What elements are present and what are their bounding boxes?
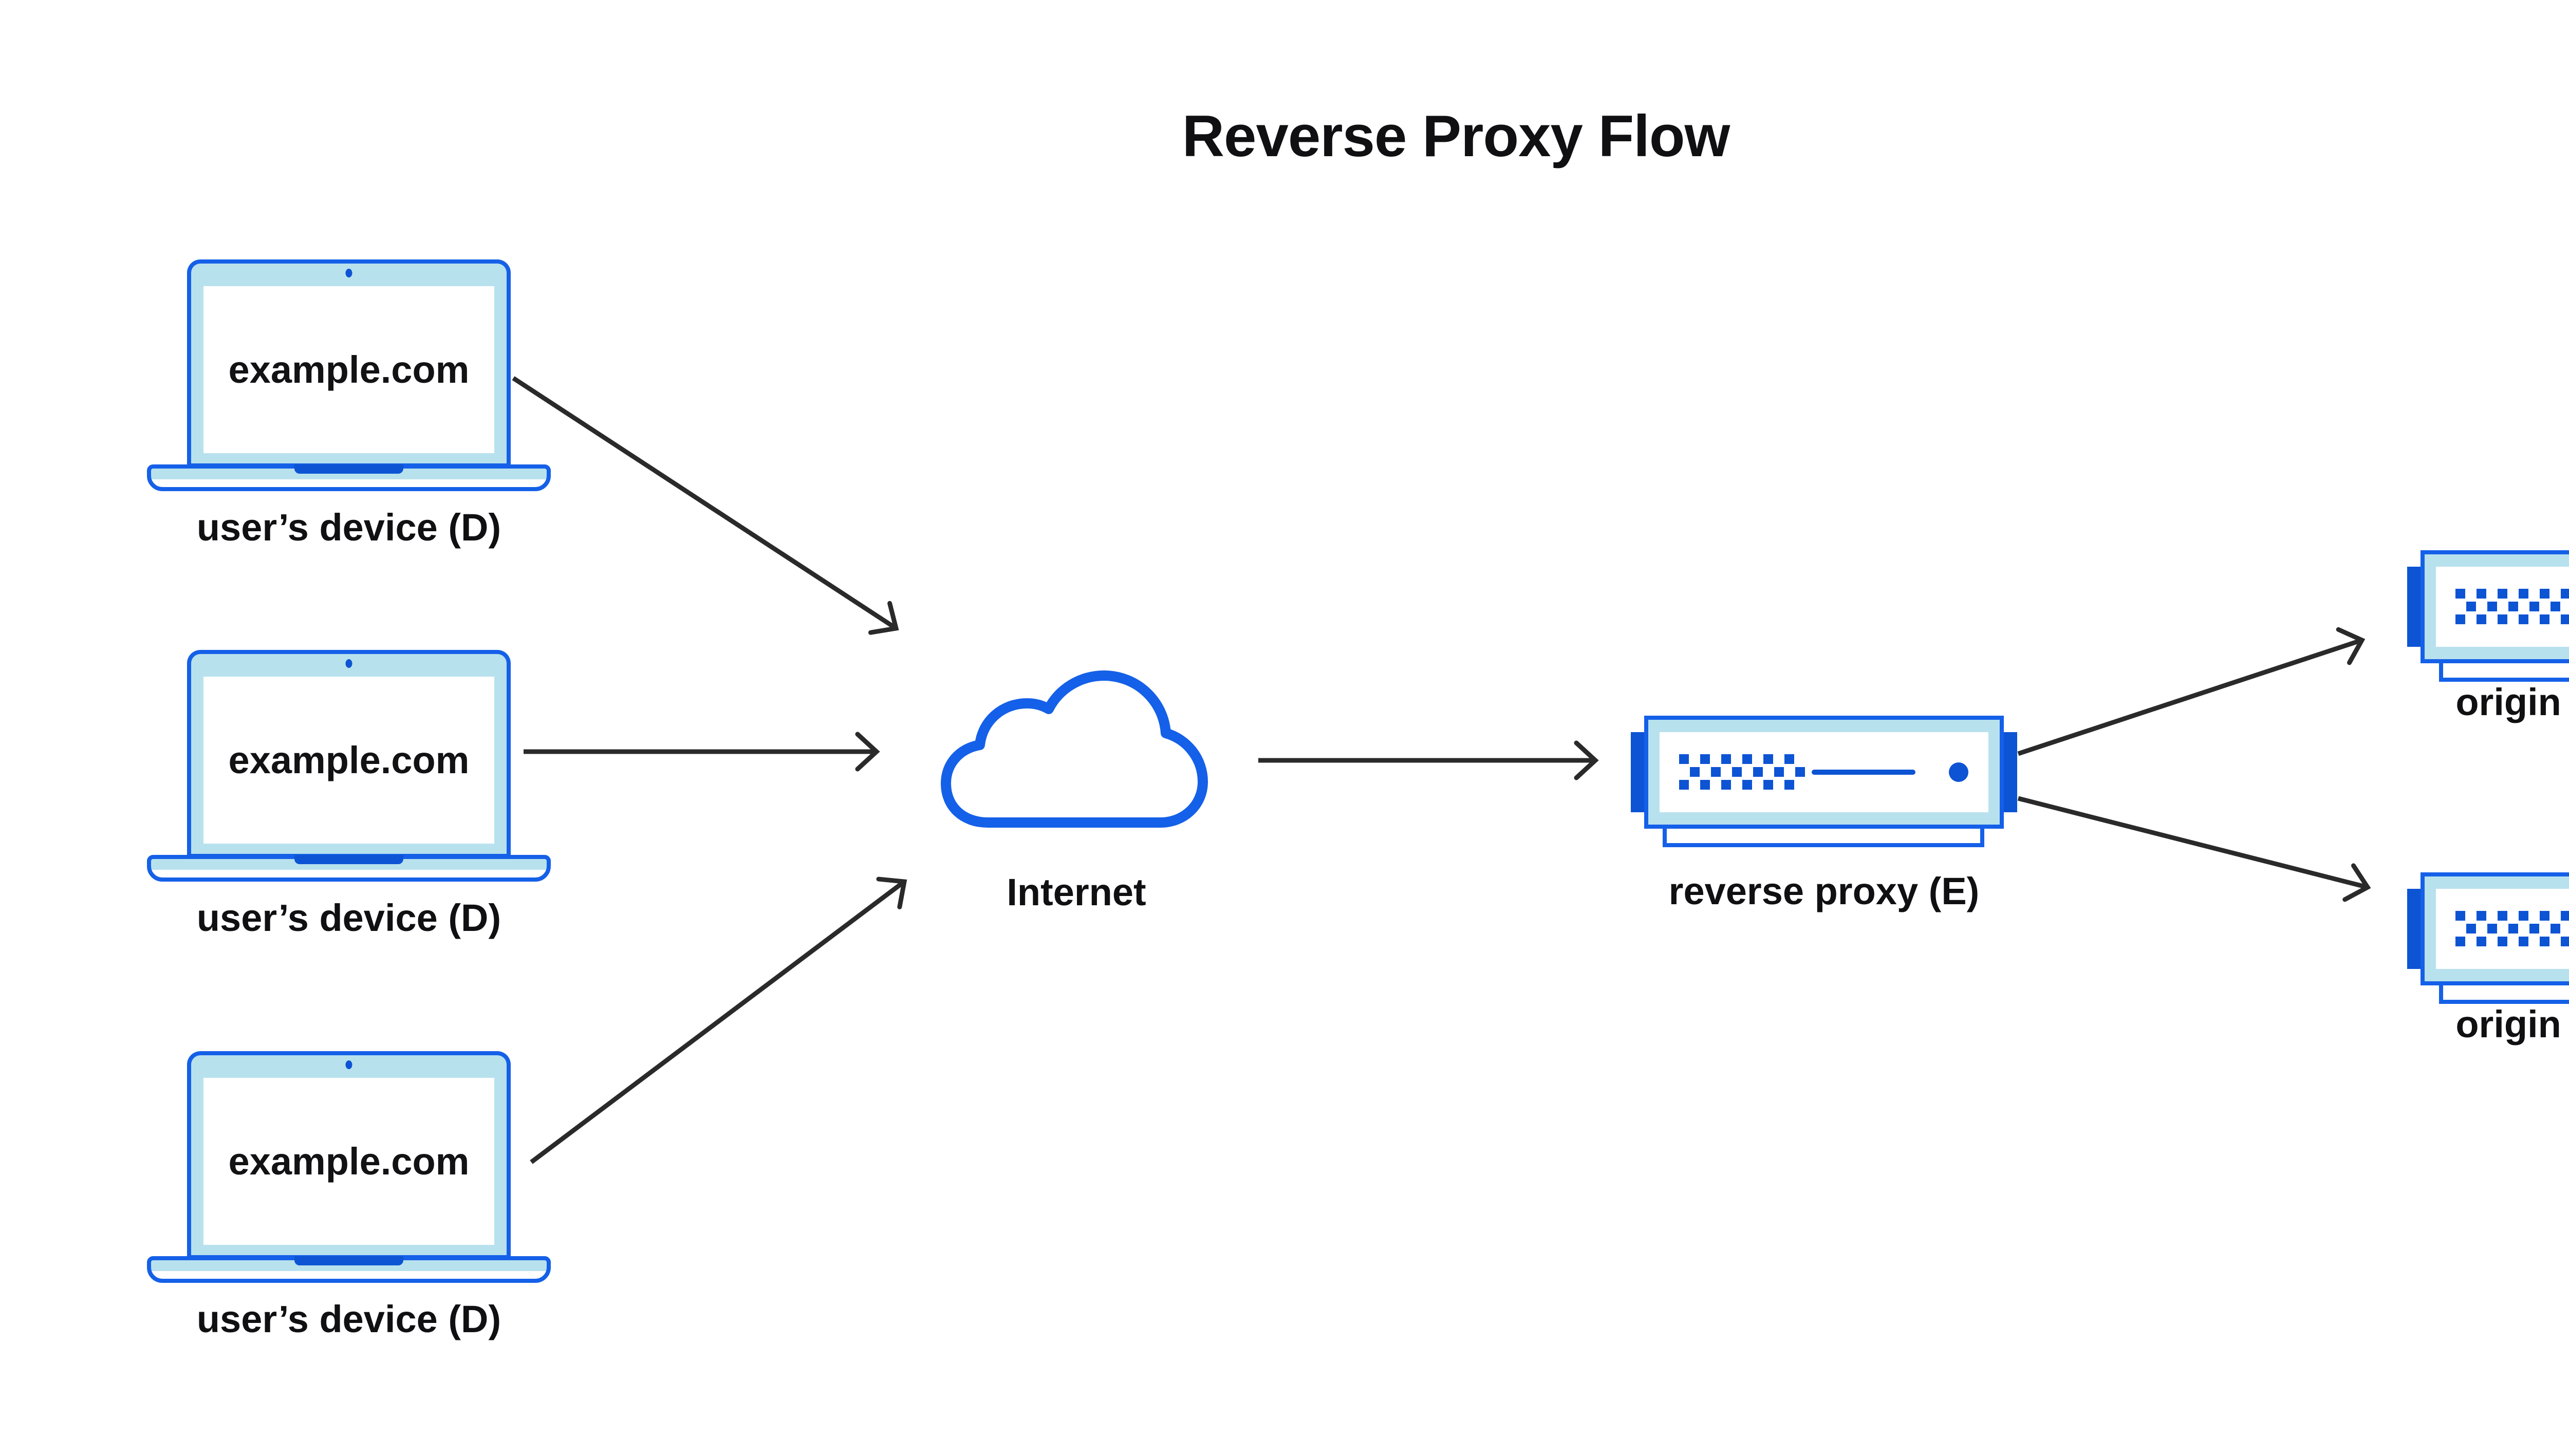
camera-dot-icon — [345, 659, 352, 668]
user-device-node-1: example.com user’s device (D) — [147, 259, 551, 549]
camera-dot-icon — [345, 1060, 352, 1069]
server-vents-icon — [1679, 754, 1805, 790]
reverse-proxy-label: reverse proxy (E) — [1668, 870, 1980, 912]
origin-server-label: origin server (F) — [2455, 681, 2569, 723]
device-label: user’s device (D) — [196, 1298, 501, 1340]
device-screen-text: example.com — [228, 739, 470, 781]
page-title: Reverse Proxy Flow — [1182, 104, 1730, 169]
device-label: user’s device (D) — [196, 897, 501, 939]
server-icon — [2421, 550, 2569, 663]
laptop-icon: example.com — [187, 259, 511, 468]
laptop-screen: example.com — [203, 1078, 494, 1245]
server-icon — [2421, 872, 2569, 985]
server-slot-icon — [1812, 770, 1915, 775]
user-device-node-3: example.com user’s device (D) — [147, 1051, 551, 1340]
arrow-device3-to-internet — [530, 876, 907, 1164]
server-led-icon — [1949, 762, 1968, 782]
arrow-proxy-to-origin2 — [2017, 796, 2371, 902]
origin-server-node-2: origin server (F) — [2407, 872, 2569, 1046]
device-screen-text: example.com — [228, 1140, 470, 1183]
laptop-hinge — [294, 464, 403, 474]
internet-node: Internet — [933, 663, 1220, 913]
laptop-screen: example.com — [203, 677, 494, 844]
server-vents-icon — [2455, 589, 2569, 624]
arrow-proxy-to-origin1 — [2017, 627, 2366, 756]
camera-dot-icon — [345, 269, 352, 277]
server-front-panel — [2436, 567, 2569, 647]
laptop-base — [147, 464, 551, 491]
laptop-hinge — [294, 1256, 403, 1265]
arrow-device1-to-internet — [512, 376, 899, 635]
server-front-panel — [2436, 889, 2569, 969]
reverse-proxy-node: reverse proxy (E) — [1631, 716, 2017, 912]
server-front-panel — [1660, 732, 1988, 812]
server-vents-icon — [2455, 911, 2569, 946]
laptop-base — [147, 855, 551, 882]
user-device-node-2: example.com user’s device (D) — [147, 650, 551, 939]
cloud-icon — [941, 670, 1208, 828]
server-icon — [1644, 716, 2004, 829]
internet-label: Internet — [1007, 871, 1146, 913]
device-screen-text: example.com — [228, 348, 470, 391]
origin-server-label: origin server (F) — [2455, 1003, 2569, 1046]
laptop-base — [147, 1256, 551, 1283]
origin-server-node-1: origin server (F) — [2407, 550, 2569, 723]
laptop-screen: example.com — [203, 286, 494, 453]
laptop-hinge — [294, 855, 403, 864]
laptop-icon: example.com — [187, 650, 511, 858]
device-label: user’s device (D) — [196, 506, 501, 549]
laptop-icon: example.com — [187, 1051, 511, 1259]
